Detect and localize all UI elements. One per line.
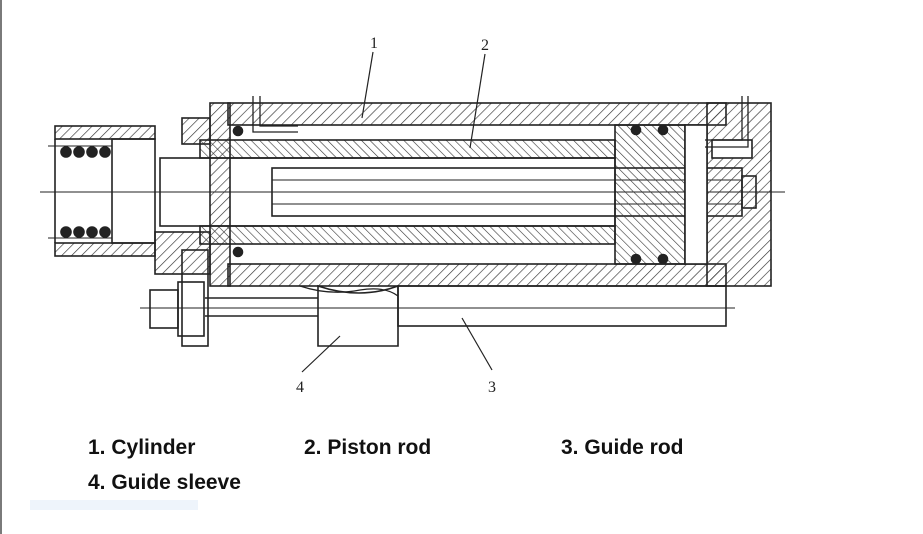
bottom-highlight-strip <box>30 500 198 510</box>
callout-3: 3 <box>488 379 496 396</box>
spring-coils-top <box>60 146 111 158</box>
leader-line-2 <box>469 53 486 149</box>
spring-coils-bottom <box>60 226 111 238</box>
callout-4: 4 <box>296 379 304 396</box>
leader-line-4 <box>301 335 341 373</box>
guide-sleeve-body <box>317 284 399 347</box>
leader-line-3 <box>461 317 493 371</box>
cylinder-rear-cap <box>706 102 772 287</box>
rear-oil-port <box>705 96 749 148</box>
left-border-line <box>0 0 2 534</box>
spring-housing-bottom <box>54 242 156 257</box>
guide-rod-washer <box>177 281 205 337</box>
guide-sleeve-break <box>299 285 399 297</box>
front-oil-port <box>252 96 298 133</box>
guide-rod <box>397 285 727 327</box>
legend-cylinder: 1. Cylinder <box>88 436 196 459</box>
legend-piston-rod: 2. Piston rod <box>304 436 432 459</box>
spring-housing-top <box>54 125 156 140</box>
spring-seat <box>111 138 156 244</box>
cylinder-front-cap <box>209 102 231 287</box>
callout-2: 2 <box>481 37 489 54</box>
cylinder-bottom-wall <box>227 263 727 287</box>
piston-tube-bottom <box>199 225 616 245</box>
leader-line-1 <box>361 51 374 119</box>
rear-cap-port <box>711 139 753 159</box>
callout-1: 1 <box>370 35 378 52</box>
legend-guide-rod: 3. Guide rod <box>561 436 684 459</box>
legend-guide-sleeve: 4. Guide sleeve <box>88 471 241 494</box>
piston-tube-top <box>199 139 616 159</box>
piston-head <box>614 124 686 265</box>
guide-rod-nut <box>149 289 179 329</box>
guide-bracket <box>181 249 209 347</box>
o-ring-seals <box>232 124 669 265</box>
